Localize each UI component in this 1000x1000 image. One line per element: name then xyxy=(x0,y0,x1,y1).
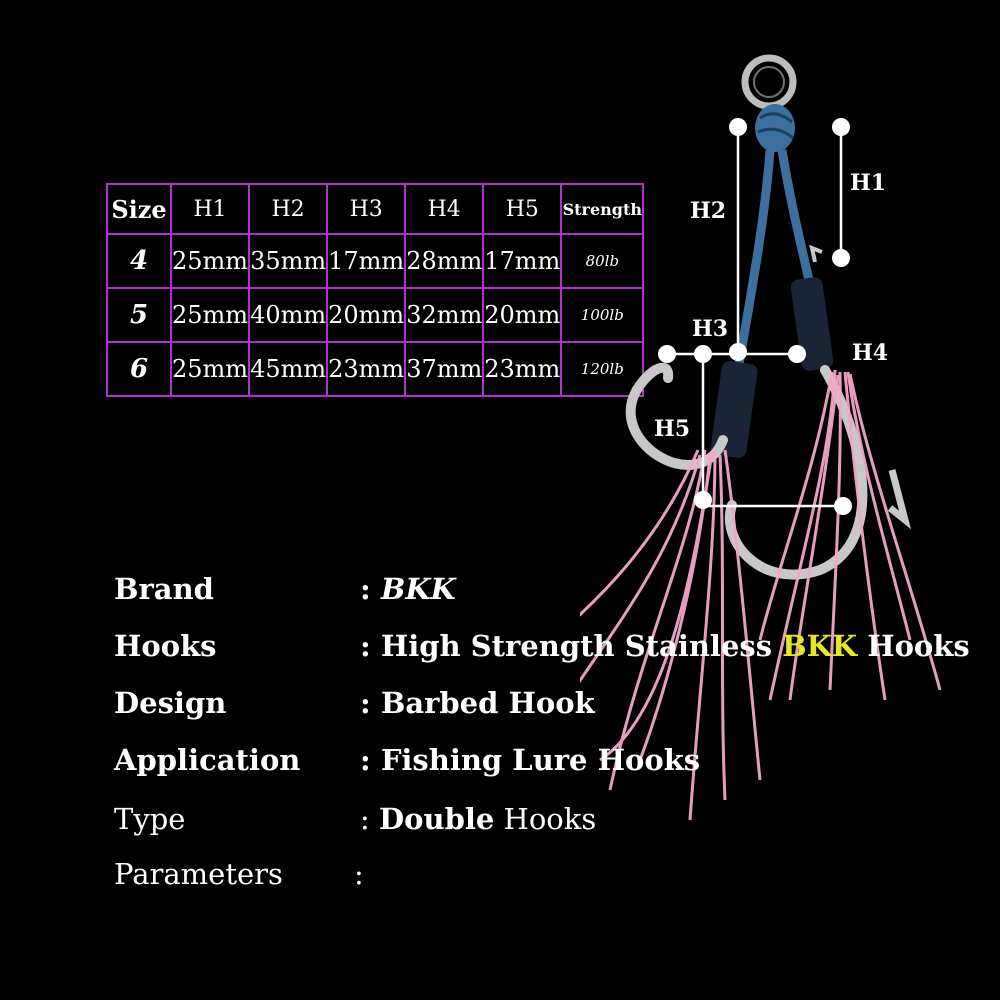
cell-strength: 80lb xyxy=(560,233,645,289)
cell-h2: 45mm xyxy=(248,341,329,397)
cell-size: 4 xyxy=(106,233,172,289)
cell-h5: 23mm xyxy=(482,341,563,397)
cell-h5: 20mm xyxy=(482,287,563,343)
spec-value-application: Fishing Lure Hooks xyxy=(380,743,701,777)
cell-h1: 25mm xyxy=(169,287,251,343)
cord-knot xyxy=(755,104,795,152)
cell-strength: 100lb xyxy=(560,287,645,343)
spec-label-brand: Brand xyxy=(114,572,214,606)
spec-label-type: Type xyxy=(114,802,186,836)
thread-wrap-left xyxy=(710,360,758,459)
cell-strength: 120lb xyxy=(560,341,645,397)
size-table: Size H1 H2 H3 H4 H5 Strength 4 25mm 35mm… xyxy=(106,183,645,397)
spec-value-hooks-prefix: High Strength Stainless xyxy=(380,629,773,663)
label-h4: H4 xyxy=(852,340,888,366)
assist-cord-right xyxy=(777,149,815,286)
cell-size: 6 xyxy=(106,341,172,397)
cell-h5: 17mm xyxy=(482,233,563,289)
split-ring xyxy=(741,54,797,110)
cell-size: 5 xyxy=(106,287,172,343)
spec-value-hooks-accent: BKK xyxy=(782,629,858,663)
table-row: 4 25mm 35mm 17mm 28mm 17mm 80lb xyxy=(106,233,645,289)
spec-value-hooks-suffix: Hooks xyxy=(867,629,970,663)
cell-h3: 20mm xyxy=(326,287,407,343)
spec-value-type-bold: Double xyxy=(379,802,495,836)
label-h5: H5 xyxy=(654,416,690,442)
spec-label-hooks: Hooks xyxy=(114,629,217,663)
table-row: 5 25mm 40mm 20mm 32mm 20mm 100lb xyxy=(106,287,645,343)
cell-h3: 23mm xyxy=(326,341,407,397)
cell-h3: 17mm xyxy=(326,233,407,289)
spec-value-design: Barbed Hook xyxy=(380,686,595,720)
header-h1: H1 xyxy=(169,183,251,235)
spec-label-parameters: Parameters xyxy=(114,857,283,891)
header-h3: H3 xyxy=(326,183,407,235)
cell-h4: 32mm xyxy=(404,287,485,343)
header-strength: Strength xyxy=(560,183,645,235)
header-h5: H5 xyxy=(482,183,563,235)
hook-illustration: H1 H2 H3 H4 H5 xyxy=(580,54,942,821)
label-h2: H2 xyxy=(690,198,726,224)
assist-cord-left xyxy=(733,149,775,371)
cell-h2: 35mm xyxy=(248,233,329,289)
table-header-row: Size H1 H2 H3 H4 H5 Strength xyxy=(106,183,645,235)
tassel-right xyxy=(758,369,942,701)
table-row: 6 25mm 45mm 23mm 37mm 23mm 120lb xyxy=(106,341,645,397)
cell-h1: 25mm xyxy=(169,233,251,289)
spec-label-application: Application xyxy=(114,743,301,777)
dimension-markers xyxy=(658,118,852,515)
cell-h1: 25mm xyxy=(169,341,251,397)
cell-h4: 28mm xyxy=(404,233,485,289)
cell-h4: 37mm xyxy=(404,341,485,397)
header-h2: H2 xyxy=(248,183,329,235)
header-size: Size xyxy=(106,183,172,235)
label-h1: H1 xyxy=(850,170,886,196)
spec-value-brand: BKK xyxy=(380,572,456,606)
label-h3: H3 xyxy=(692,316,728,342)
header-h4: H4 xyxy=(404,183,485,235)
spec-value-type-rest: Hooks xyxy=(503,802,597,836)
spec-label-design: Design xyxy=(114,686,227,720)
cell-h2: 40mm xyxy=(248,287,329,343)
